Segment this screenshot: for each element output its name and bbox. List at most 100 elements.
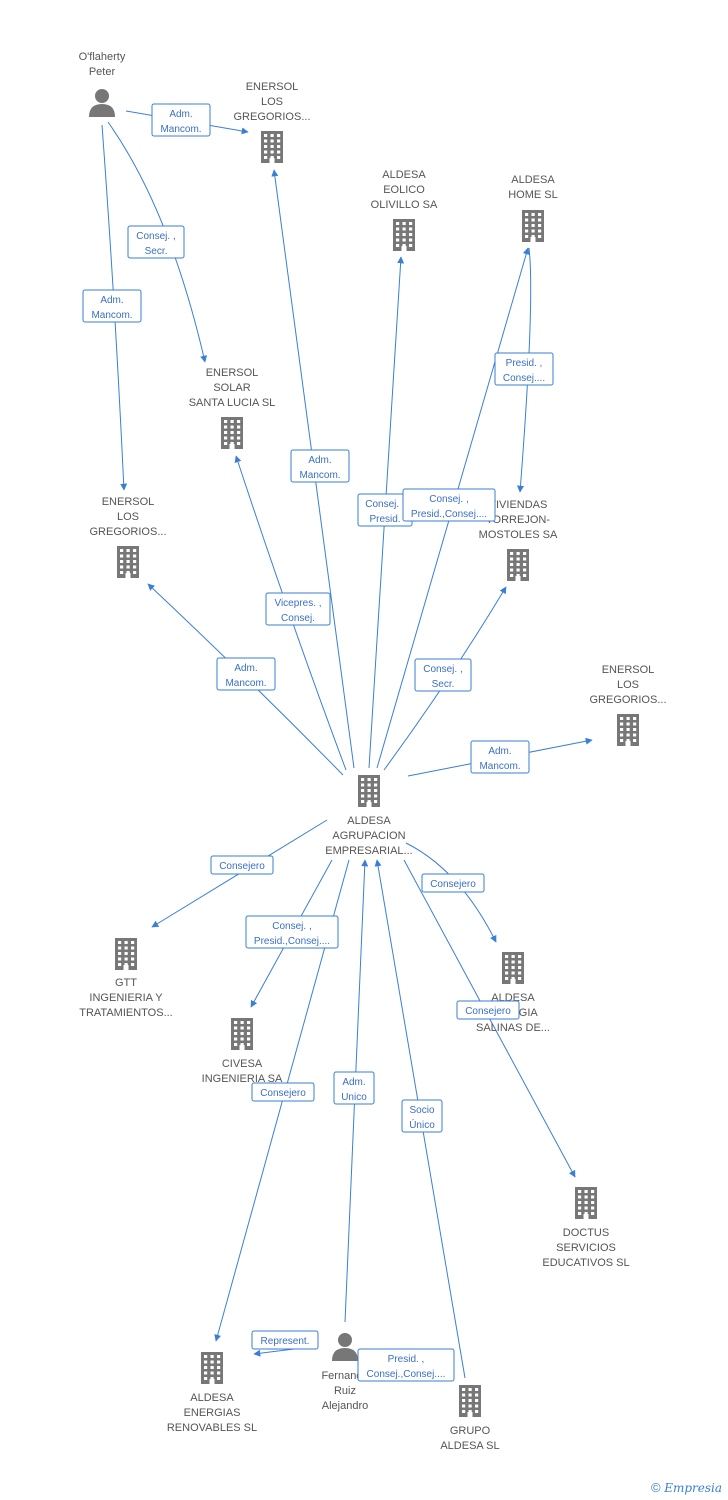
building-icon[interactable] bbox=[115, 938, 137, 970]
node-aldesa_agrupacion[interactable]: ALDESAAGRUPACIONEMPRESARIAL... bbox=[325, 775, 413, 857]
edge-label-text: Consejero bbox=[465, 1006, 511, 1017]
edge-label-agr-energias[interactable]: Consejero bbox=[251, 1082, 315, 1102]
edge-label-fernando-energias[interactable]: Represent. bbox=[251, 1330, 319, 1350]
edge-label-agr-doctus[interactable]: Consejero bbox=[456, 1000, 520, 1020]
edge-label-agr-eolico[interactable]: Consej. ,Presid. bbox=[357, 493, 413, 527]
building-icon[interactable] bbox=[459, 1385, 481, 1417]
edge-label-agr-salinas[interactable]: Consejero bbox=[421, 873, 485, 893]
edge-label-box[interactable] bbox=[82, 289, 142, 323]
edge-label-agr-enersol1[interactable]: Adm.Mancom. bbox=[290, 449, 350, 483]
edge-label-peter-enersol1[interactable]: Adm.Mancom. bbox=[151, 103, 211, 137]
edge-label-box[interactable] bbox=[290, 449, 350, 483]
building-icon[interactable] bbox=[507, 549, 529, 581]
node-label-aldesa_agrupacion: EMPRESARIAL... bbox=[325, 845, 412, 857]
building-icon[interactable] bbox=[201, 1352, 223, 1384]
edge-label-text: Consej. , bbox=[365, 499, 404, 510]
edge-label-box[interactable] bbox=[251, 1330, 319, 1350]
node-label-fernando: Fernando bbox=[321, 1370, 368, 1382]
node-aldesa_salinas[interactable]: ALDESAENERGIASALINAS DE... bbox=[476, 952, 550, 1034]
building-icon[interactable] bbox=[522, 210, 544, 242]
edge-label-box[interactable] bbox=[216, 657, 276, 691]
edge-label-text: Adm. bbox=[488, 746, 511, 757]
node-label-enersol_gregorios_3: LOS bbox=[617, 679, 639, 691]
building-icon[interactable] bbox=[117, 546, 139, 578]
edge-label-text: Consej. , bbox=[272, 921, 311, 932]
edge-label-box[interactable] bbox=[333, 1071, 375, 1105]
node-enersol_gregorios_1[interactable]: ENERSOLLOSGREGORIOS... bbox=[233, 81, 311, 163]
node-label-enersol_santa_lucia: ENERSOL bbox=[206, 367, 259, 379]
edge-label-text: Presid.,Consej.... bbox=[254, 936, 330, 947]
edge-label-agr-enersol3[interactable]: Adm.Mancom. bbox=[470, 740, 530, 774]
edge-label-box[interactable] bbox=[456, 1000, 520, 1020]
empresia-logo[interactable]: Empresia bbox=[664, 1481, 722, 1495]
edge-label-box[interactable] bbox=[210, 855, 274, 875]
edge-label-agr-home[interactable]: Consej. ,Presid.,Consej.... bbox=[402, 488, 496, 522]
edge-label-text: Consej. bbox=[281, 613, 315, 624]
edge-label-text: Consejero bbox=[430, 879, 476, 890]
edge-label-box[interactable] bbox=[127, 225, 185, 259]
edge-label-peter-santalucia[interactable]: Consej. ,Secr. bbox=[127, 225, 185, 259]
edge-label-box[interactable] bbox=[414, 658, 472, 692]
edge-label-home-viviendas[interactable]: Presid. ,Consej.... bbox=[494, 352, 554, 386]
edge-label-peter-enersol2[interactable]: Adm. Mancom. bbox=[82, 289, 142, 323]
node-enersol_gregorios_3[interactable]: ENERSOLLOSGREGORIOS... bbox=[589, 664, 667, 746]
edge-label-box[interactable] bbox=[402, 488, 496, 522]
edge-label-fernando-grupo[interactable]: Presid. ,Consej.,Consej.... bbox=[357, 1348, 455, 1382]
edge-label-agr-enersol2[interactable]: Adm.Mancom. bbox=[216, 657, 276, 691]
edge-label-box[interactable] bbox=[494, 352, 554, 386]
edge-label-box[interactable] bbox=[421, 873, 485, 893]
edge-label-box[interactable] bbox=[357, 1348, 455, 1382]
edge-label-text: Consej.,Consej.... bbox=[367, 1369, 446, 1380]
copyright-footer: © Empresia bbox=[651, 1480, 722, 1495]
building-icon[interactable] bbox=[575, 1187, 597, 1219]
node-label-enersol_gregorios_2: ENERSOL bbox=[102, 496, 155, 508]
building-icon[interactable] bbox=[617, 714, 639, 746]
edge-label-text: Socio bbox=[409, 1105, 434, 1116]
edge-label-box[interactable] bbox=[401, 1099, 443, 1133]
node-label-civesa: INGENIERIA SA bbox=[202, 1073, 283, 1085]
node-label-aldesa_energias: ALDESA bbox=[190, 1392, 234, 1404]
edge-label-text: Mancom. bbox=[91, 310, 132, 321]
edge-label-text: Adm. bbox=[100, 295, 123, 306]
node-grupo_aldesa[interactable]: GRUPO ALDESA SL bbox=[440, 1385, 500, 1452]
node-label-grupo_aldesa: GRUPO bbox=[450, 1425, 491, 1437]
edge-label-text: Mancom. bbox=[225, 678, 266, 689]
node-label-grupo_aldesa: ALDESA SL bbox=[440, 1440, 499, 1452]
building-icon[interactable] bbox=[231, 1018, 253, 1050]
person-icon[interactable] bbox=[332, 1333, 358, 1361]
edge-label-box[interactable] bbox=[251, 1082, 315, 1102]
building-icon[interactable] bbox=[261, 131, 283, 163]
building-icon[interactable] bbox=[358, 775, 380, 807]
edge-label-agr-gtt[interactable]: Consejero bbox=[210, 855, 274, 875]
node-label-doctus: DOCTUS bbox=[563, 1227, 609, 1239]
edge-label-box[interactable] bbox=[245, 915, 339, 949]
edge-label-text: Represent. bbox=[261, 1336, 310, 1347]
edge-label-fernando-agr[interactable]: Adm.Unico bbox=[333, 1071, 375, 1105]
building-icon[interactable] bbox=[393, 219, 415, 251]
node-label-enersol_gregorios_1: GREGORIOS... bbox=[233, 111, 310, 123]
edge-label-text: Consejero bbox=[219, 861, 265, 872]
edge-label-box[interactable] bbox=[265, 592, 331, 626]
person-icon[interactable] bbox=[89, 89, 115, 117]
edge-label-box[interactable] bbox=[470, 740, 530, 774]
node-enersol_gregorios_2[interactable]: ENERSOLLOSGREGORIOS... bbox=[89, 496, 167, 578]
edge-label-agr-santalucia[interactable]: Vicepres. ,Consej. bbox=[265, 592, 331, 626]
edge-label-text: Presid. , bbox=[506, 358, 543, 369]
edge-label-agr-viviendas[interactable]: Consej. ,Secr. bbox=[414, 658, 472, 692]
edge-label-agr-civesa[interactable]: Consej. , Presid.,Consej.... bbox=[245, 915, 339, 949]
building-icon[interactable] bbox=[221, 417, 243, 449]
building-icon[interactable] bbox=[502, 952, 524, 984]
edge-label-box[interactable] bbox=[151, 103, 211, 137]
edge-label-text: Presid.,Consej.... bbox=[411, 509, 487, 520]
